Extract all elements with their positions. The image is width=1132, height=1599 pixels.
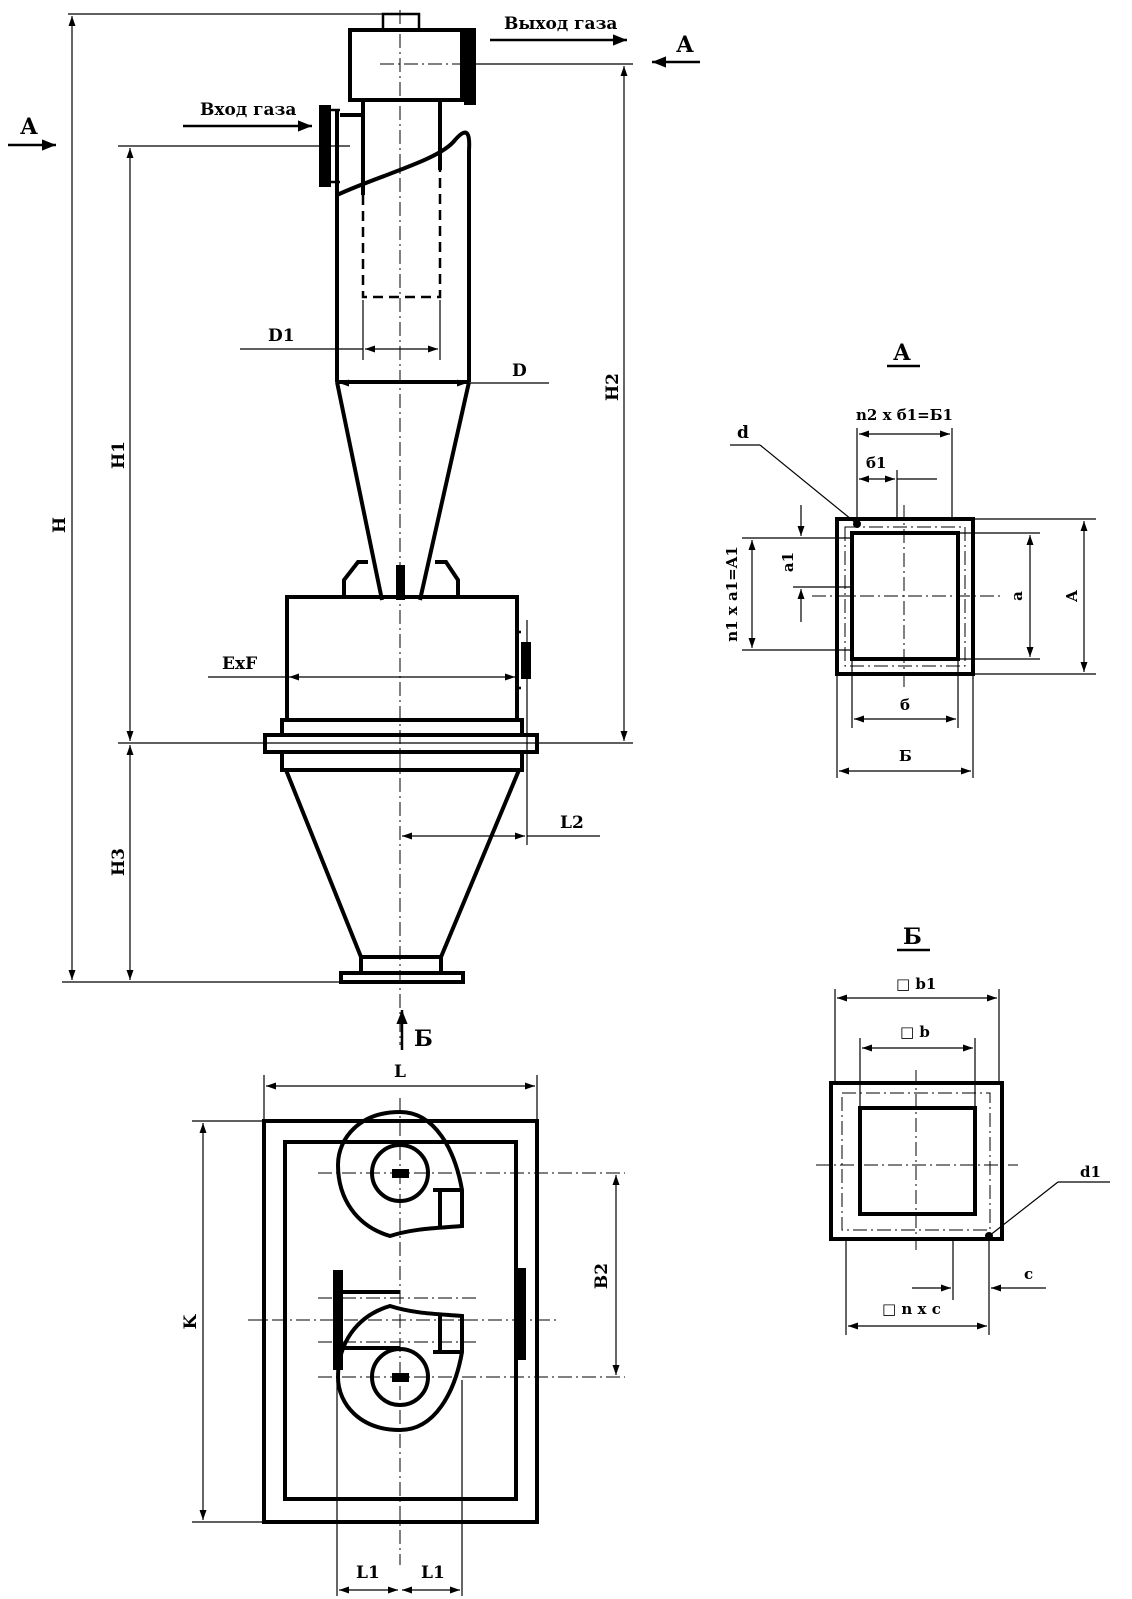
dim-label-H: H <box>50 517 70 533</box>
d1-leader-line <box>988 1181 1059 1237</box>
dim-label-d: d <box>737 423 749 443</box>
section-a-outer-flange <box>835 517 975 676</box>
dim-label-a1: а1 <box>779 552 797 572</box>
plan-cyclone-upper-body <box>335 1109 464 1239</box>
support-lug-right <box>435 560 460 597</box>
dim-label-L1-left: L1 <box>356 1563 380 1583</box>
elevation-dimensions: H H1 H3 H2 D1 D ExF L2 Вх <box>8 13 700 1052</box>
dim-label-H2: H2 <box>603 373 623 401</box>
bunker-body <box>285 595 519 722</box>
spiral-inlet-curve <box>336 130 472 197</box>
plan-dimensions: L K B2 L1 L1 <box>181 1062 620 1596</box>
exhaust-tube-hidden <box>361 170 442 299</box>
cone-outlet-stub <box>396 565 405 600</box>
bunker-hatch <box>521 642 531 679</box>
plan-hatch <box>517 1268 526 1360</box>
cone-left <box>335 381 384 601</box>
plan-inner-frame <box>283 1140 518 1501</box>
dim-label-sq-nxc: □ n x c <box>882 1300 941 1318</box>
dim-label-b: б <box>900 696 910 714</box>
dim-label-a: а <box>1008 591 1026 601</box>
gas-outlet-label: Выход газа <box>504 14 617 34</box>
dim-label-B: Б <box>899 747 912 765</box>
section-a-view: А d n2 х б1=Б1 б1 а1 n1 x a1=A1 <box>723 340 1096 778</box>
dim-label-L1-right: L1 <box>421 1563 445 1583</box>
cyclone-plan-view <box>248 1098 625 1565</box>
outlet-flange <box>464 28 476 105</box>
dim-label-B2: B2 <box>592 1263 612 1289</box>
cyclone-elevation-view <box>263 10 539 1045</box>
gas-inlet-label: Вход газа <box>200 100 296 120</box>
dim-label-L2: L2 <box>560 813 584 833</box>
d-leader-line <box>759 444 858 525</box>
dim-label-K: K <box>181 1313 201 1329</box>
bunker-lower-band <box>280 718 524 737</box>
dim-label-L: L <box>394 1062 406 1082</box>
plan-inlet-flange <box>333 1270 343 1370</box>
section-b-view: Б □ b1 □ b d1 c □ n x c <box>816 924 1110 1335</box>
dim-label-A: А <box>1063 589 1081 602</box>
dim-label-sq-b: □ b <box>900 1023 930 1041</box>
dim-label-n1a1: n1 x a1=A1 <box>723 546 741 642</box>
support-lug-left <box>342 560 368 597</box>
outlet-top-stub <box>381 12 421 32</box>
section-b-bolt-line <box>841 1092 991 1231</box>
section-a-bolt-line <box>844 526 966 667</box>
dim-label-c: c <box>1024 1265 1033 1283</box>
dim-label-d1: d1 <box>1080 1163 1101 1181</box>
dim-label-sq-b1: □ b1 <box>896 975 936 993</box>
hopper-outlet-flange <box>339 971 465 984</box>
dim-label-H3: H3 <box>109 848 129 876</box>
plan-cyclone-lower-body <box>335 1303 464 1433</box>
hopper-outlet-neck <box>359 955 443 975</box>
outlet-housing <box>348 28 464 102</box>
dim-label-D1: D1 <box>268 326 295 346</box>
dim-label-ExF: ExF <box>222 654 257 674</box>
view-a-marker-left: А <box>20 114 38 140</box>
section-a-title: А <box>893 340 911 366</box>
dim-label-D: D <box>512 361 527 381</box>
hopper-cone-left <box>284 769 363 958</box>
cone-right <box>418 381 471 601</box>
section-b-inner-opening <box>858 1106 977 1216</box>
view-a-marker-right: А <box>676 32 694 58</box>
dim-label-b1: б1 <box>866 454 886 472</box>
plan-outer-frame <box>262 1119 539 1524</box>
hopper-top-band <box>280 750 524 772</box>
view-b-marker: Б <box>414 1026 433 1052</box>
hopper-cone-right <box>439 769 521 958</box>
section-b-title: Б <box>903 924 922 950</box>
dim-label-H1: H1 <box>109 441 129 469</box>
dim-label-n2b1: n2 х б1=Б1 <box>856 406 953 424</box>
